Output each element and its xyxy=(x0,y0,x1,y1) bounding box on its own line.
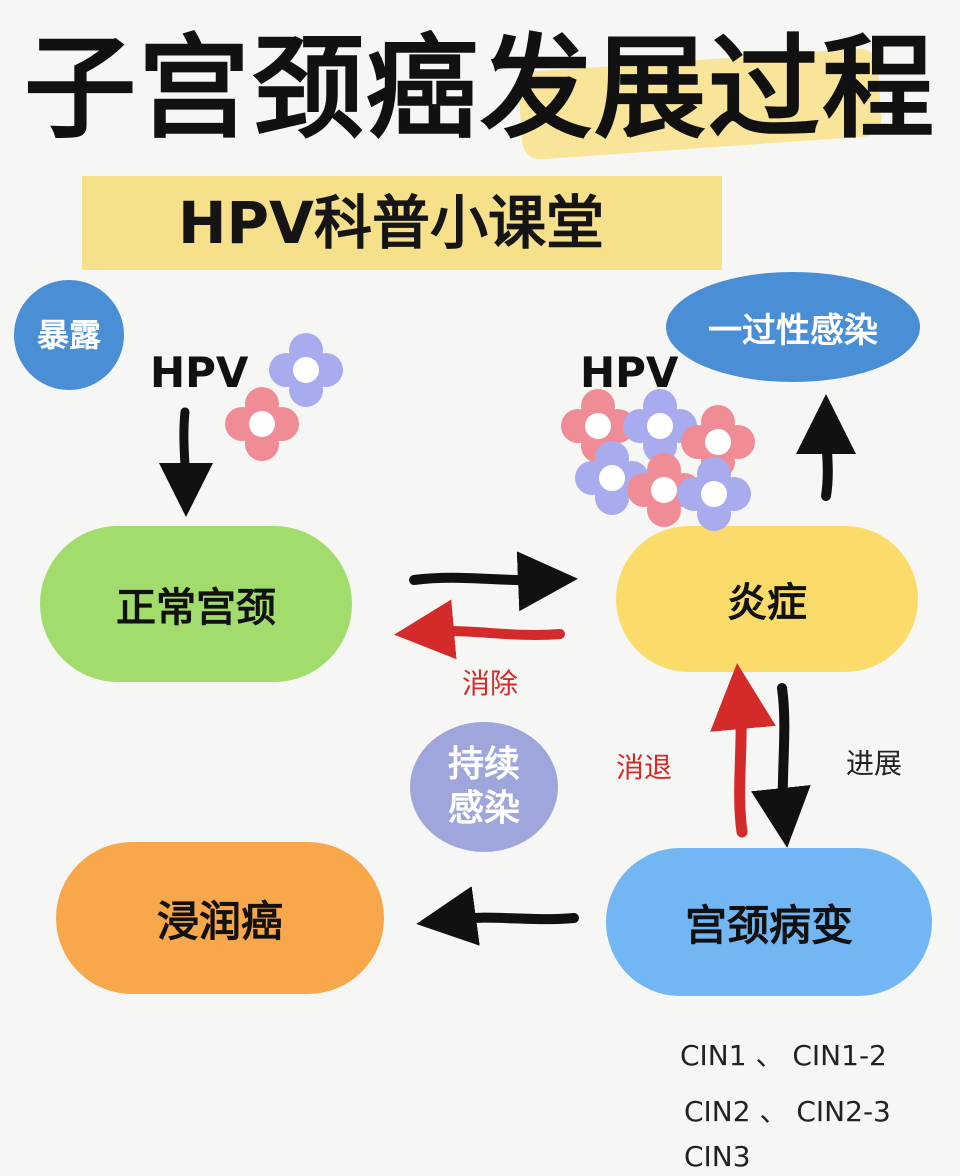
stage-invasive-cancer: 浸润癌 xyxy=(56,842,384,994)
exposure-badge: 暴露 xyxy=(14,280,124,390)
transient-infection-label: 一过性感染 xyxy=(708,310,878,351)
stage-inflammation-label: 炎症 xyxy=(727,580,807,626)
hpv-label-right: HPV xyxy=(580,348,679,397)
arrow-lesion-to-invasive xyxy=(416,886,579,946)
progress-label: 进展 xyxy=(846,747,903,780)
stage-invasive-label: 浸润癌 xyxy=(156,896,283,946)
cin-line-3: CIN3 xyxy=(684,1140,751,1173)
cin-line-2: CIN2 、 CIN2-3 xyxy=(684,1095,891,1128)
cin-line-1: CIN1 、 CIN1-2 xyxy=(680,1039,887,1072)
persistent-infection-label: 持续 感染 xyxy=(447,744,520,829)
arrow-progress-down xyxy=(751,683,811,848)
transient-infection-badge: 一过性感染 xyxy=(666,272,920,382)
hpv-label-left: HPV xyxy=(150,348,249,397)
stage-inflammation: 炎症 xyxy=(616,526,918,672)
hpv-virus-icon xyxy=(225,387,299,461)
hpv-virus-icon xyxy=(575,441,649,515)
page-title: 子宫颈癌发展过程 xyxy=(24,24,936,154)
persistent-infection-badge: 持续 感染 xyxy=(410,722,558,852)
arrow-normal-to-inflammation xyxy=(409,551,578,612)
stage-normal-cervix: 正常宫颈 xyxy=(40,526,352,682)
page-subtitle: HPV科普小课堂 xyxy=(178,189,604,257)
exposure-badge-label: 暴露 xyxy=(36,316,101,354)
stage-lesion-label: 宫颈病变 xyxy=(684,900,853,950)
hpv-virus-icon xyxy=(677,457,751,531)
eliminate-label: 消除 xyxy=(462,667,519,700)
subtitle-highlight xyxy=(82,176,722,270)
hpv-virus-icon xyxy=(269,333,343,407)
arrow-regress-red xyxy=(710,663,776,838)
arrow-to-transient-infection xyxy=(796,394,857,501)
arrow-exposure-down xyxy=(158,407,213,517)
stage-normal-label: 正常宫颈 xyxy=(116,585,276,631)
regress-label: 消退 xyxy=(616,751,673,784)
arrow-eliminate-red xyxy=(394,599,565,660)
stage-cervical-lesion: 宫颈病变 xyxy=(606,848,932,996)
